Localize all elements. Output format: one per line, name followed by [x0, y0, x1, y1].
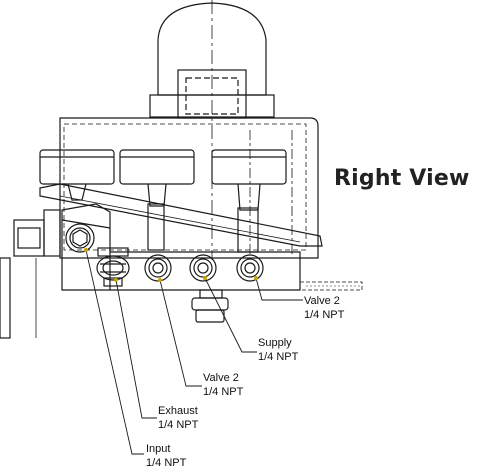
- gauge-right: [211, 149, 287, 211]
- base-plate: [39, 183, 323, 247]
- exhaust-port: [96, 247, 130, 287]
- supply-port: [189, 254, 217, 282]
- valve2-port-left: [144, 254, 172, 282]
- view-title: Right View: [334, 166, 470, 191]
- leader-lines: [85, 249, 303, 455]
- leader-valve2-left: [159, 279, 202, 387]
- input-port: [65, 223, 95, 253]
- callout-input: Input 1/4 NPT: [146, 442, 186, 470]
- callout-spec: 1/4 NPT: [203, 386, 244, 398]
- callout-spec: 1/4 NPT: [146, 457, 187, 469]
- callout-valve2-right: Valve 2 1/4 NPT: [304, 294, 344, 322]
- leader-exhaust: [115, 279, 157, 419]
- callout-label: Valve 2: [203, 372, 239, 384]
- leader-input: [85, 249, 144, 455]
- callout-label: Supply: [258, 337, 292, 349]
- gauge-center: [119, 149, 195, 207]
- manifold: [61, 203, 301, 291]
- housing: [59, 117, 319, 259]
- valve2-port-right: [236, 254, 264, 282]
- callout-exhaust: Exhaust 1/4 NPT: [158, 404, 198, 432]
- leader-supply: [204, 277, 257, 353]
- callout-supply: Supply 1/4 NPT: [258, 336, 298, 364]
- callout-label: Valve 2: [304, 295, 340, 307]
- bottom-fitting: [191, 289, 229, 323]
- callout-spec: 1/4 NPT: [158, 419, 199, 431]
- leader-valve2-right: [255, 277, 303, 301]
- callout-label: Input: [146, 443, 171, 455]
- callout-label: Exhaust: [158, 405, 198, 417]
- callout-valve2-left: Valve 2 1/4 NPT: [203, 371, 243, 399]
- gauge-left: [39, 149, 115, 201]
- right-bracket: [300, 281, 363, 291]
- callout-spec: 1/4 NPT: [258, 351, 299, 363]
- callout-spec: 1/4 NPT: [304, 309, 345, 321]
